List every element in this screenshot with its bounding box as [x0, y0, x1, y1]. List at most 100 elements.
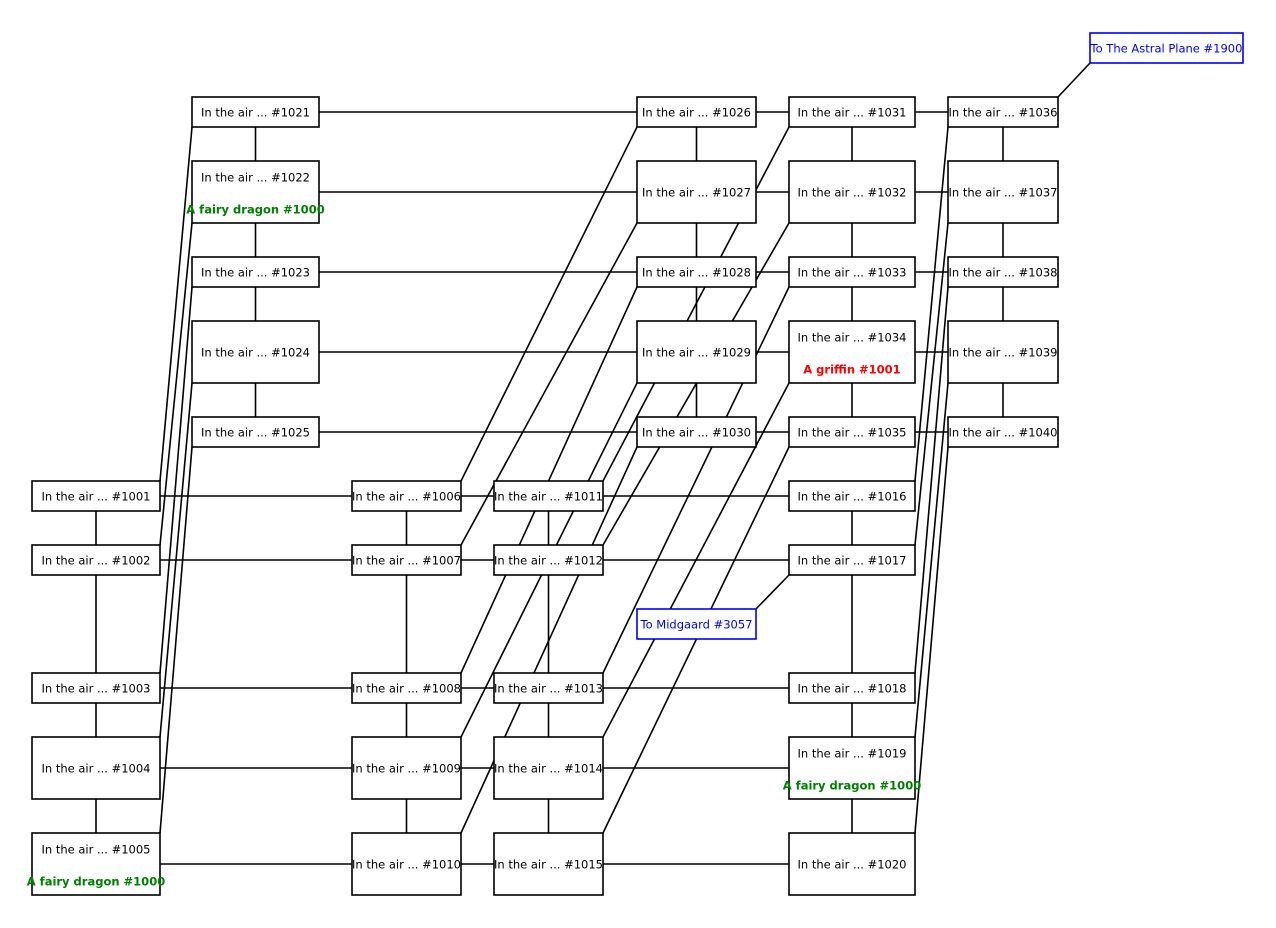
room-title: In the air ... #1028 [642, 266, 751, 280]
room-1004[interactable]: In the air ... #1004 [31, 736, 161, 800]
room-1026[interactable]: In the air ... #1026 [636, 96, 757, 128]
room-1016[interactable]: In the air ... #1016 [788, 480, 916, 512]
room-title: In the air ... #1019 [797, 747, 906, 761]
room-links [95, 62, 1091, 865]
room-box [31, 736, 161, 800]
room-1011[interactable]: In the air ... #1011 [493, 480, 604, 512]
room-title: In the air ... #1036 [948, 106, 1057, 120]
room-1027[interactable]: In the air ... #1027 [636, 160, 757, 224]
room-1031[interactable]: In the air ... #1031 [788, 96, 916, 128]
room-title: In the air ... #1004 [41, 762, 150, 776]
room-1022[interactable]: In the air ... #1022 A fairy dragon #1000 [186, 160, 325, 224]
room-box [351, 544, 462, 576]
room-title: In the air ... #1001 [41, 490, 150, 504]
room-title: In the air ... #1005 [41, 843, 150, 857]
room-1001[interactable]: In the air ... #1001 [31, 480, 161, 512]
room-box [788, 672, 916, 704]
room-box [191, 416, 320, 448]
room-box [31, 544, 161, 576]
room-box [788, 256, 916, 288]
room-box [351, 672, 462, 704]
room-1003[interactable]: In the air ... #1003 [31, 672, 161, 704]
exit-1900[interactable]: To The Astral Plane #1900 [1089, 32, 1244, 64]
room-title: In the air ... #1022 [201, 171, 310, 185]
link-1017-3057 [755, 574, 790, 610]
room-title: To The Astral Plane #1900 [1090, 42, 1243, 56]
room-1017[interactable]: In the air ... #1017 [788, 544, 916, 576]
room-title: In the air ... #1032 [797, 186, 906, 200]
room-title: In the air ... #1018 [797, 682, 906, 696]
room-title: In the air ... #1013 [494, 682, 603, 696]
link-1007-1027 [460, 222, 638, 546]
room-1035[interactable]: In the air ... #1035 [788, 416, 916, 448]
room-1021[interactable]: In the air ... #1021 [191, 96, 320, 128]
room-1023[interactable]: In the air ... #1023 [191, 256, 320, 288]
room-1037[interactable]: In the air ... #1037 [947, 160, 1059, 224]
room-1006[interactable]: In the air ... #1006 [351, 480, 462, 512]
mob-label: A fairy dragon #1000 [186, 203, 324, 217]
room-title: In the air ... #1040 [948, 426, 1057, 440]
room-1020[interactable]: In the air ... #1020 [788, 832, 916, 896]
room-1032[interactable]: In the air ... #1032 [788, 160, 916, 224]
exit-3057[interactable]: To Midgaard #3057 [636, 608, 757, 640]
room-1009[interactable]: In the air ... #1009 [351, 736, 462, 800]
room-1028[interactable]: In the air ... #1028 [636, 256, 757, 288]
room-title: In the air ... #1035 [797, 426, 906, 440]
room-1007[interactable]: In the air ... #1007 [351, 544, 462, 576]
room-1018[interactable]: In the air ... #1018 [788, 672, 916, 704]
room-box [788, 832, 916, 896]
mob-label: A griffin #1001 [803, 363, 900, 377]
room-title: In the air ... #1031 [797, 106, 906, 120]
room-box [636, 416, 757, 448]
link-1014-1034 [602, 382, 790, 738]
room-1030[interactable]: In the air ... #1030 [636, 416, 757, 448]
room-1038[interactable]: In the air ... #1038 [947, 256, 1059, 288]
link-1002-1022 [159, 222, 193, 546]
room-title: In the air ... #1020 [797, 858, 906, 872]
room-1025[interactable]: In the air ... #1025 [191, 416, 320, 448]
room-box [191, 160, 320, 224]
room-title: In the air ... #1033 [797, 266, 906, 280]
room-title: In the air ... #1014 [494, 762, 603, 776]
room-1002[interactable]: In the air ... #1002 [31, 544, 161, 576]
room-title: In the air ... #1029 [642, 346, 751, 360]
link-1013-1033 [602, 286, 790, 674]
room-nodes: In the air ... #1001 In the air ... #1002… [27, 32, 1244, 896]
link-1018-1038 [914, 286, 949, 674]
room-box [788, 320, 916, 384]
room-1013[interactable]: In the air ... #1013 [493, 672, 604, 704]
link-1011-1031 [602, 126, 790, 482]
room-box [191, 96, 320, 128]
room-1015[interactable]: In the air ... #1015 [493, 832, 604, 896]
room-title: In the air ... #1037 [948, 186, 1057, 200]
room-title: In the air ... #1034 [797, 331, 906, 345]
room-title: In the air ... #1039 [948, 346, 1057, 360]
room-1024[interactable]: In the air ... #1024 [191, 320, 320, 384]
room-1014[interactable]: In the air ... #1014 [493, 736, 604, 800]
link-1020-1040 [914, 446, 949, 834]
link-1004-1024 [159, 382, 193, 738]
room-title: In the air ... #1030 [642, 426, 751, 440]
room-title: In the air ... #1015 [494, 858, 603, 872]
room-box [947, 416, 1059, 448]
room-box [788, 96, 916, 128]
link-1003-1023 [159, 286, 193, 674]
room-1008[interactable]: In the air ... #1008 [351, 672, 462, 704]
room-1029[interactable]: In the air ... #1029 [636, 320, 757, 384]
room-title: In the air ... #1027 [642, 186, 751, 200]
room-1033[interactable]: In the air ... #1033 [788, 256, 916, 288]
room-1040[interactable]: In the air ... #1040 [947, 416, 1059, 448]
room-box [788, 480, 916, 512]
room-title: In the air ... #1003 [41, 682, 150, 696]
room-1012[interactable]: In the air ... #1012 [493, 544, 604, 576]
link-1001-1021 [159, 126, 193, 482]
room-1036[interactable]: In the air ... #1036 [947, 96, 1059, 128]
room-1010[interactable]: In the air ... #1010 [351, 832, 462, 896]
room-box [947, 96, 1059, 128]
room-title: In the air ... #1007 [352, 554, 461, 568]
room-1034[interactable]: In the air ... #1034 A griffin #1001 [788, 320, 916, 384]
room-1039[interactable]: In the air ... #1039 [947, 320, 1059, 384]
